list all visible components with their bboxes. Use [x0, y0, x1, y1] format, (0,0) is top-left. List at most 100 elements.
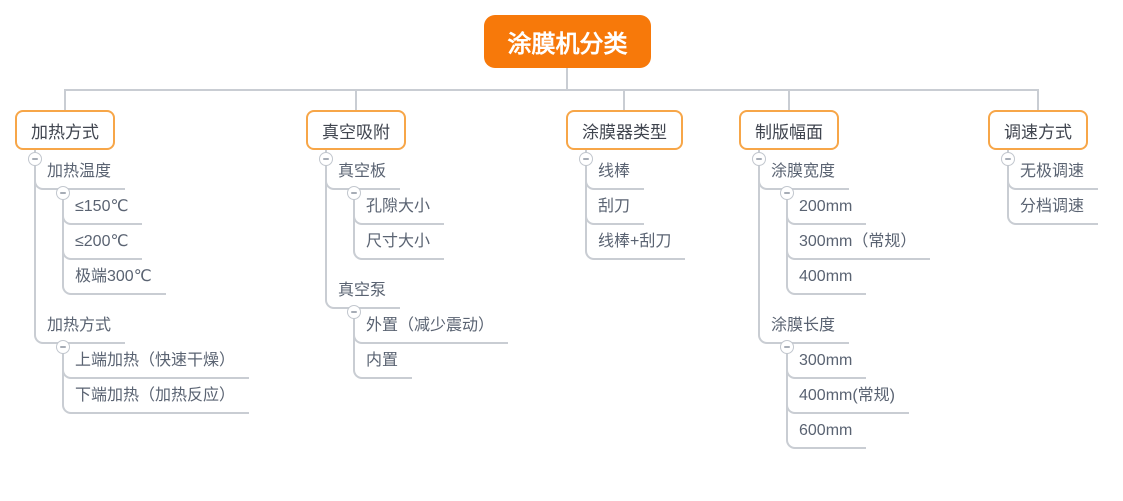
collapse-minus-button[interactable] — [347, 186, 361, 200]
branch-topic[interactable]: 制版幅面 — [739, 110, 839, 150]
collapse-minus-button[interactable] — [319, 152, 333, 166]
minus-icon — [32, 158, 38, 160]
mindmap-node: 加热方式上端加热（快速干燥）下端加热（加热反应） — [34, 309, 250, 428]
subtopic-label[interactable]: 线棒 — [595, 155, 645, 190]
children-group: 外置（减少震动）内置 — [353, 309, 509, 393]
minus-icon — [351, 192, 357, 194]
branch-topic[interactable]: 调速方式 — [988, 110, 1088, 150]
mindmap-node: 400mm — [786, 260, 930, 295]
minus-icon — [60, 346, 66, 348]
subtopic-label[interactable]: 刮刀 — [595, 190, 645, 225]
collapse-minus-button[interactable] — [28, 152, 42, 166]
subtopic-label[interactable]: 内置 — [363, 344, 413, 379]
connector-line — [1037, 90, 1039, 110]
subtopic-label[interactable]: ≤200℃ — [72, 225, 143, 260]
mindmap-node: 极端300℃ — [62, 260, 249, 295]
minus-icon — [323, 158, 329, 160]
collapse-minus-button[interactable] — [347, 305, 361, 319]
subtopic-label[interactable]: 加热方式 — [44, 309, 126, 344]
mindmap-node: ≤200℃ — [62, 225, 249, 260]
connector-line — [64, 89, 1039, 91]
subtopic-label[interactable]: 加热温度 — [44, 155, 126, 190]
connector-line — [623, 90, 625, 110]
children-group: 上端加热（快速干燥）下端加热（加热反应） — [62, 344, 250, 428]
subtopic-label[interactable]: 600mm — [796, 414, 867, 449]
mindmap-node: 真空泵外置（减少震动）内置 — [325, 274, 509, 393]
collapse-minus-button[interactable] — [56, 186, 70, 200]
mindmap-node: 200mm — [786, 190, 930, 225]
mindmap-node: 外置（减少震动） — [353, 309, 509, 344]
mindmap-node: 400mm(常规) — [786, 379, 930, 414]
subtopic-label[interactable]: 200mm — [796, 190, 867, 225]
subtopic-label[interactable]: 上端加热（快速干燥） — [72, 344, 250, 379]
minus-icon — [351, 311, 357, 313]
subtopic-label[interactable]: 分档调速 — [1017, 190, 1099, 225]
minus-icon — [1005, 158, 1011, 160]
subtopic-label[interactable]: 极端300℃ — [72, 260, 166, 295]
mindmap-node: 孔隙大小 — [353, 190, 508, 225]
mindmap-node: 真空板孔隙大小尺寸大小 — [325, 155, 508, 274]
minus-icon — [784, 346, 790, 348]
mindmap-node: 无极调速 — [1007, 155, 1099, 190]
mindmap-node: ≤150℃ — [62, 190, 249, 225]
mindmap-node: 上端加热（快速干燥） — [62, 344, 250, 379]
subtopic-label[interactable]: 真空泵 — [335, 274, 401, 309]
collapse-minus-button[interactable] — [1001, 152, 1015, 166]
subtopic-label[interactable]: 涂膜长度 — [768, 309, 850, 344]
minus-icon — [60, 192, 66, 194]
minus-icon — [784, 192, 790, 194]
subtopic-label[interactable]: 下端加热（加热反应） — [72, 379, 250, 414]
subtopic-label[interactable]: 400mm — [796, 260, 867, 295]
collapse-minus-button[interactable] — [752, 152, 766, 166]
mindmap-node: 600mm — [786, 414, 930, 449]
mindmap-node: 刮刀 — [585, 190, 685, 225]
subtopic-label[interactable]: ≤150℃ — [72, 190, 143, 225]
subtopic-label[interactable]: 线棒+刮刀 — [595, 225, 686, 260]
mindmap-node: 下端加热（加热反应） — [62, 379, 250, 414]
branch-subtree: 真空板孔隙大小尺寸大小真空泵外置（减少震动）内置 — [325, 150, 509, 393]
subtopic-label[interactable]: 涂膜宽度 — [768, 155, 850, 190]
branch-subtree: 线棒刮刀线棒+刮刀 — [585, 150, 686, 260]
subtopic-label[interactable]: 无极调速 — [1017, 155, 1099, 190]
root-topic[interactable]: 涂膜机分类 — [484, 15, 651, 68]
branch-topic[interactable]: 涂膜器类型 — [566, 110, 683, 150]
mindmap-node: 300mm — [786, 344, 930, 379]
collapse-minus-button[interactable] — [579, 152, 593, 166]
collapse-minus-button[interactable] — [780, 186, 794, 200]
connector-line — [64, 90, 66, 110]
mindmap-node: 尺寸大小 — [353, 225, 508, 260]
collapse-minus-button[interactable] — [780, 340, 794, 354]
subtopic-label[interactable]: 尺寸大小 — [363, 225, 445, 260]
connector-line — [566, 68, 568, 89]
mindmap-node: 300mm（常规） — [786, 225, 931, 260]
branch-column: 涂膜器类型线棒刮刀线棒+刮刀 — [566, 110, 686, 260]
mindmap-node: 线棒+刮刀 — [585, 225, 686, 260]
branch-subtree: 无极调速分档调速 — [1007, 150, 1099, 225]
subtopic-label[interactable]: 300mm — [796, 344, 867, 379]
branch-topic[interactable]: 加热方式 — [15, 110, 115, 150]
branch-column: 真空吸附真空板孔隙大小尺寸大小真空泵外置（减少震动）内置 — [306, 110, 509, 393]
subtopic-label[interactable]: 400mm(常规) — [796, 379, 910, 414]
branch-column: 调速方式无极调速分档调速 — [988, 110, 1099, 225]
collapse-minus-button[interactable] — [56, 340, 70, 354]
subtopic-label[interactable]: 外置（减少震动） — [363, 309, 509, 344]
subtopic-label[interactable]: 真空板 — [335, 155, 401, 190]
subtopic-label[interactable]: 300mm（常规） — [796, 225, 931, 260]
minus-icon — [583, 158, 589, 160]
mindmap-node: 分档调速 — [1007, 190, 1099, 225]
branch-topic[interactable]: 真空吸附 — [306, 110, 406, 150]
connector-line — [355, 90, 357, 110]
minus-icon — [756, 158, 762, 160]
children-group: 孔隙大小尺寸大小 — [353, 190, 508, 274]
mindmap-node: 内置 — [353, 344, 508, 379]
subtopic-label[interactable]: 孔隙大小 — [363, 190, 445, 225]
